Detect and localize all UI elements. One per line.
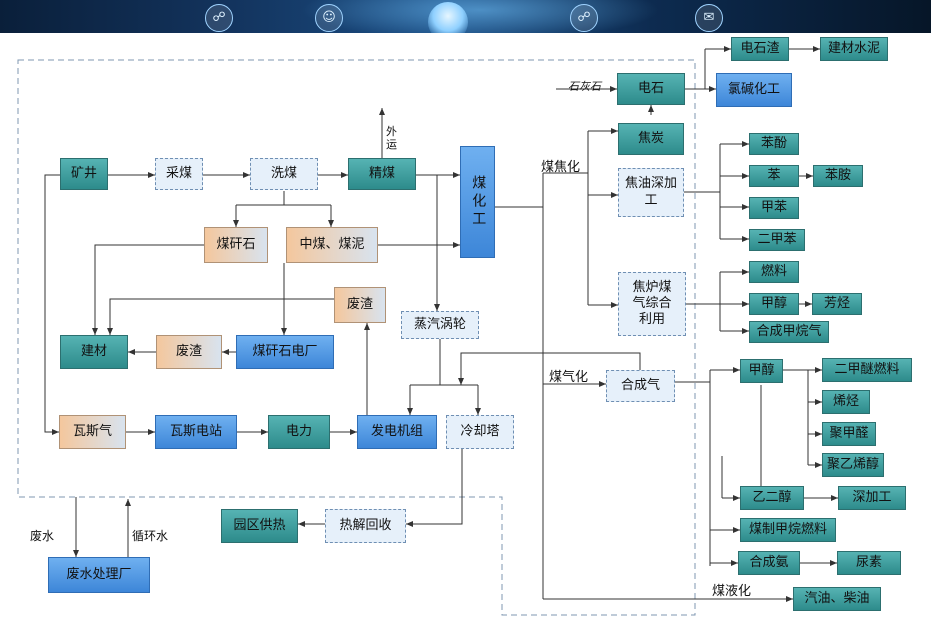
- xylene-box: 二甲苯: [749, 229, 805, 251]
- export-label: 外运: [386, 125, 397, 151]
- network-node-icon: ☍: [570, 4, 598, 32]
- liquefaction-label: 煤液化: [712, 584, 752, 599]
- calcium-carbide-box: 电石: [617, 73, 685, 105]
- olefin-box: 烯烃: [822, 390, 870, 414]
- polyoxymethylene-box: 聚甲醛: [822, 422, 876, 446]
- coke-box: 焦炭: [618, 123, 684, 155]
- coal-washing-box: 洗煤: [250, 158, 318, 190]
- cement-material-box: 建材水泥: [820, 37, 888, 61]
- building-material-box: 建材: [60, 335, 128, 369]
- pva-box: 聚乙烯醇: [822, 453, 884, 477]
- aromatics-box: 芳烃: [812, 293, 862, 315]
- benzene-box: 苯: [749, 165, 799, 187]
- person-silhouette-icon: [428, 2, 468, 33]
- flow-diagram: 矿井 采煤 洗煤 精煤 煤化工 煤矸石 中煤、煤泥 废渣 蒸汽涡轮 建材 废渣 …: [0, 33, 931, 640]
- methanol-box: 甲醇: [740, 359, 783, 383]
- chat-icon: ✉: [695, 4, 723, 32]
- limestone-label: 石灰石: [568, 80, 601, 93]
- header-banner: ☍ ☺ ☍ ✉: [0, 0, 931, 33]
- clean-coal-box: 精煤: [348, 158, 416, 190]
- gangue-power-plant-box: 煤矸石电厂: [236, 335, 334, 369]
- middling-coal-box: 中煤、煤泥: [286, 227, 378, 263]
- carbide-slag-box: 电石渣: [731, 37, 789, 61]
- aniline-box: 苯胺: [813, 165, 863, 187]
- methanol-top-box: 甲醇: [749, 293, 799, 315]
- user-icon: ☺: [315, 4, 343, 32]
- wastewater-plant-box: 废水处理厂: [48, 557, 150, 593]
- cooling-tower-box: 冷却塔: [446, 415, 514, 449]
- coking-label: 煤焦化: [541, 160, 581, 175]
- toluene-box: 甲苯: [749, 197, 799, 219]
- coal-gangue-box: 煤矸石: [204, 227, 268, 263]
- gasification-label: 煤气化: [549, 370, 589, 385]
- waste-residue-upper-box: 废渣: [334, 287, 386, 323]
- coal-chemical-box: 煤化工: [460, 146, 495, 258]
- dme-fuel-box: 二甲醚燃料: [822, 358, 912, 382]
- chlor-alkali-box: 氯碱化工: [716, 73, 792, 107]
- connector-lines: [17, 46, 838, 616]
- syngas-box: 合成气: [606, 370, 675, 402]
- pyrolysis-recovery-box: 热解回收: [325, 509, 406, 543]
- park-heating-box: 园区供热: [221, 509, 298, 543]
- banner-glow: [300, 0, 660, 33]
- gasoline-diesel-box: 汽油、柴油: [793, 587, 881, 611]
- synthetic-ammonia-box: 合成氨: [738, 551, 800, 575]
- coal-mining-box: 采煤: [155, 158, 203, 190]
- phenol-box: 苯酚: [749, 133, 799, 155]
- fuel-box: 燃料: [749, 261, 799, 283]
- coal-methane-fuel-box: 煤制甲烷燃料: [740, 518, 836, 542]
- tar-processing-box: 焦油深加工: [618, 168, 684, 217]
- deep-processing-box: 深加工: [838, 486, 906, 510]
- urea-box: 尿素: [837, 551, 901, 575]
- wastewater-label: 废水: [30, 529, 55, 543]
- steam-turbine-box: 蒸汽涡轮: [401, 311, 479, 339]
- generator-set-box: 发电机组: [357, 415, 437, 449]
- gas-box: 瓦斯气: [59, 415, 126, 449]
- recycled-water-label: 循环水: [132, 529, 169, 543]
- waste-residue-lower-box: 废渣: [156, 335, 222, 369]
- network-node-icon: ☍: [205, 4, 233, 32]
- mine-shaft-box: 矿井: [60, 158, 108, 190]
- electric-power-box: 电力: [268, 415, 330, 449]
- coke-oven-gas-box: 焦炉煤气综合利用: [618, 272, 686, 336]
- gas-power-station-box: 瓦斯电站: [155, 415, 237, 449]
- synthetic-methane-box: 合成甲烷气: [749, 321, 829, 343]
- ethylene-glycol-box: 乙二醇: [740, 486, 804, 510]
